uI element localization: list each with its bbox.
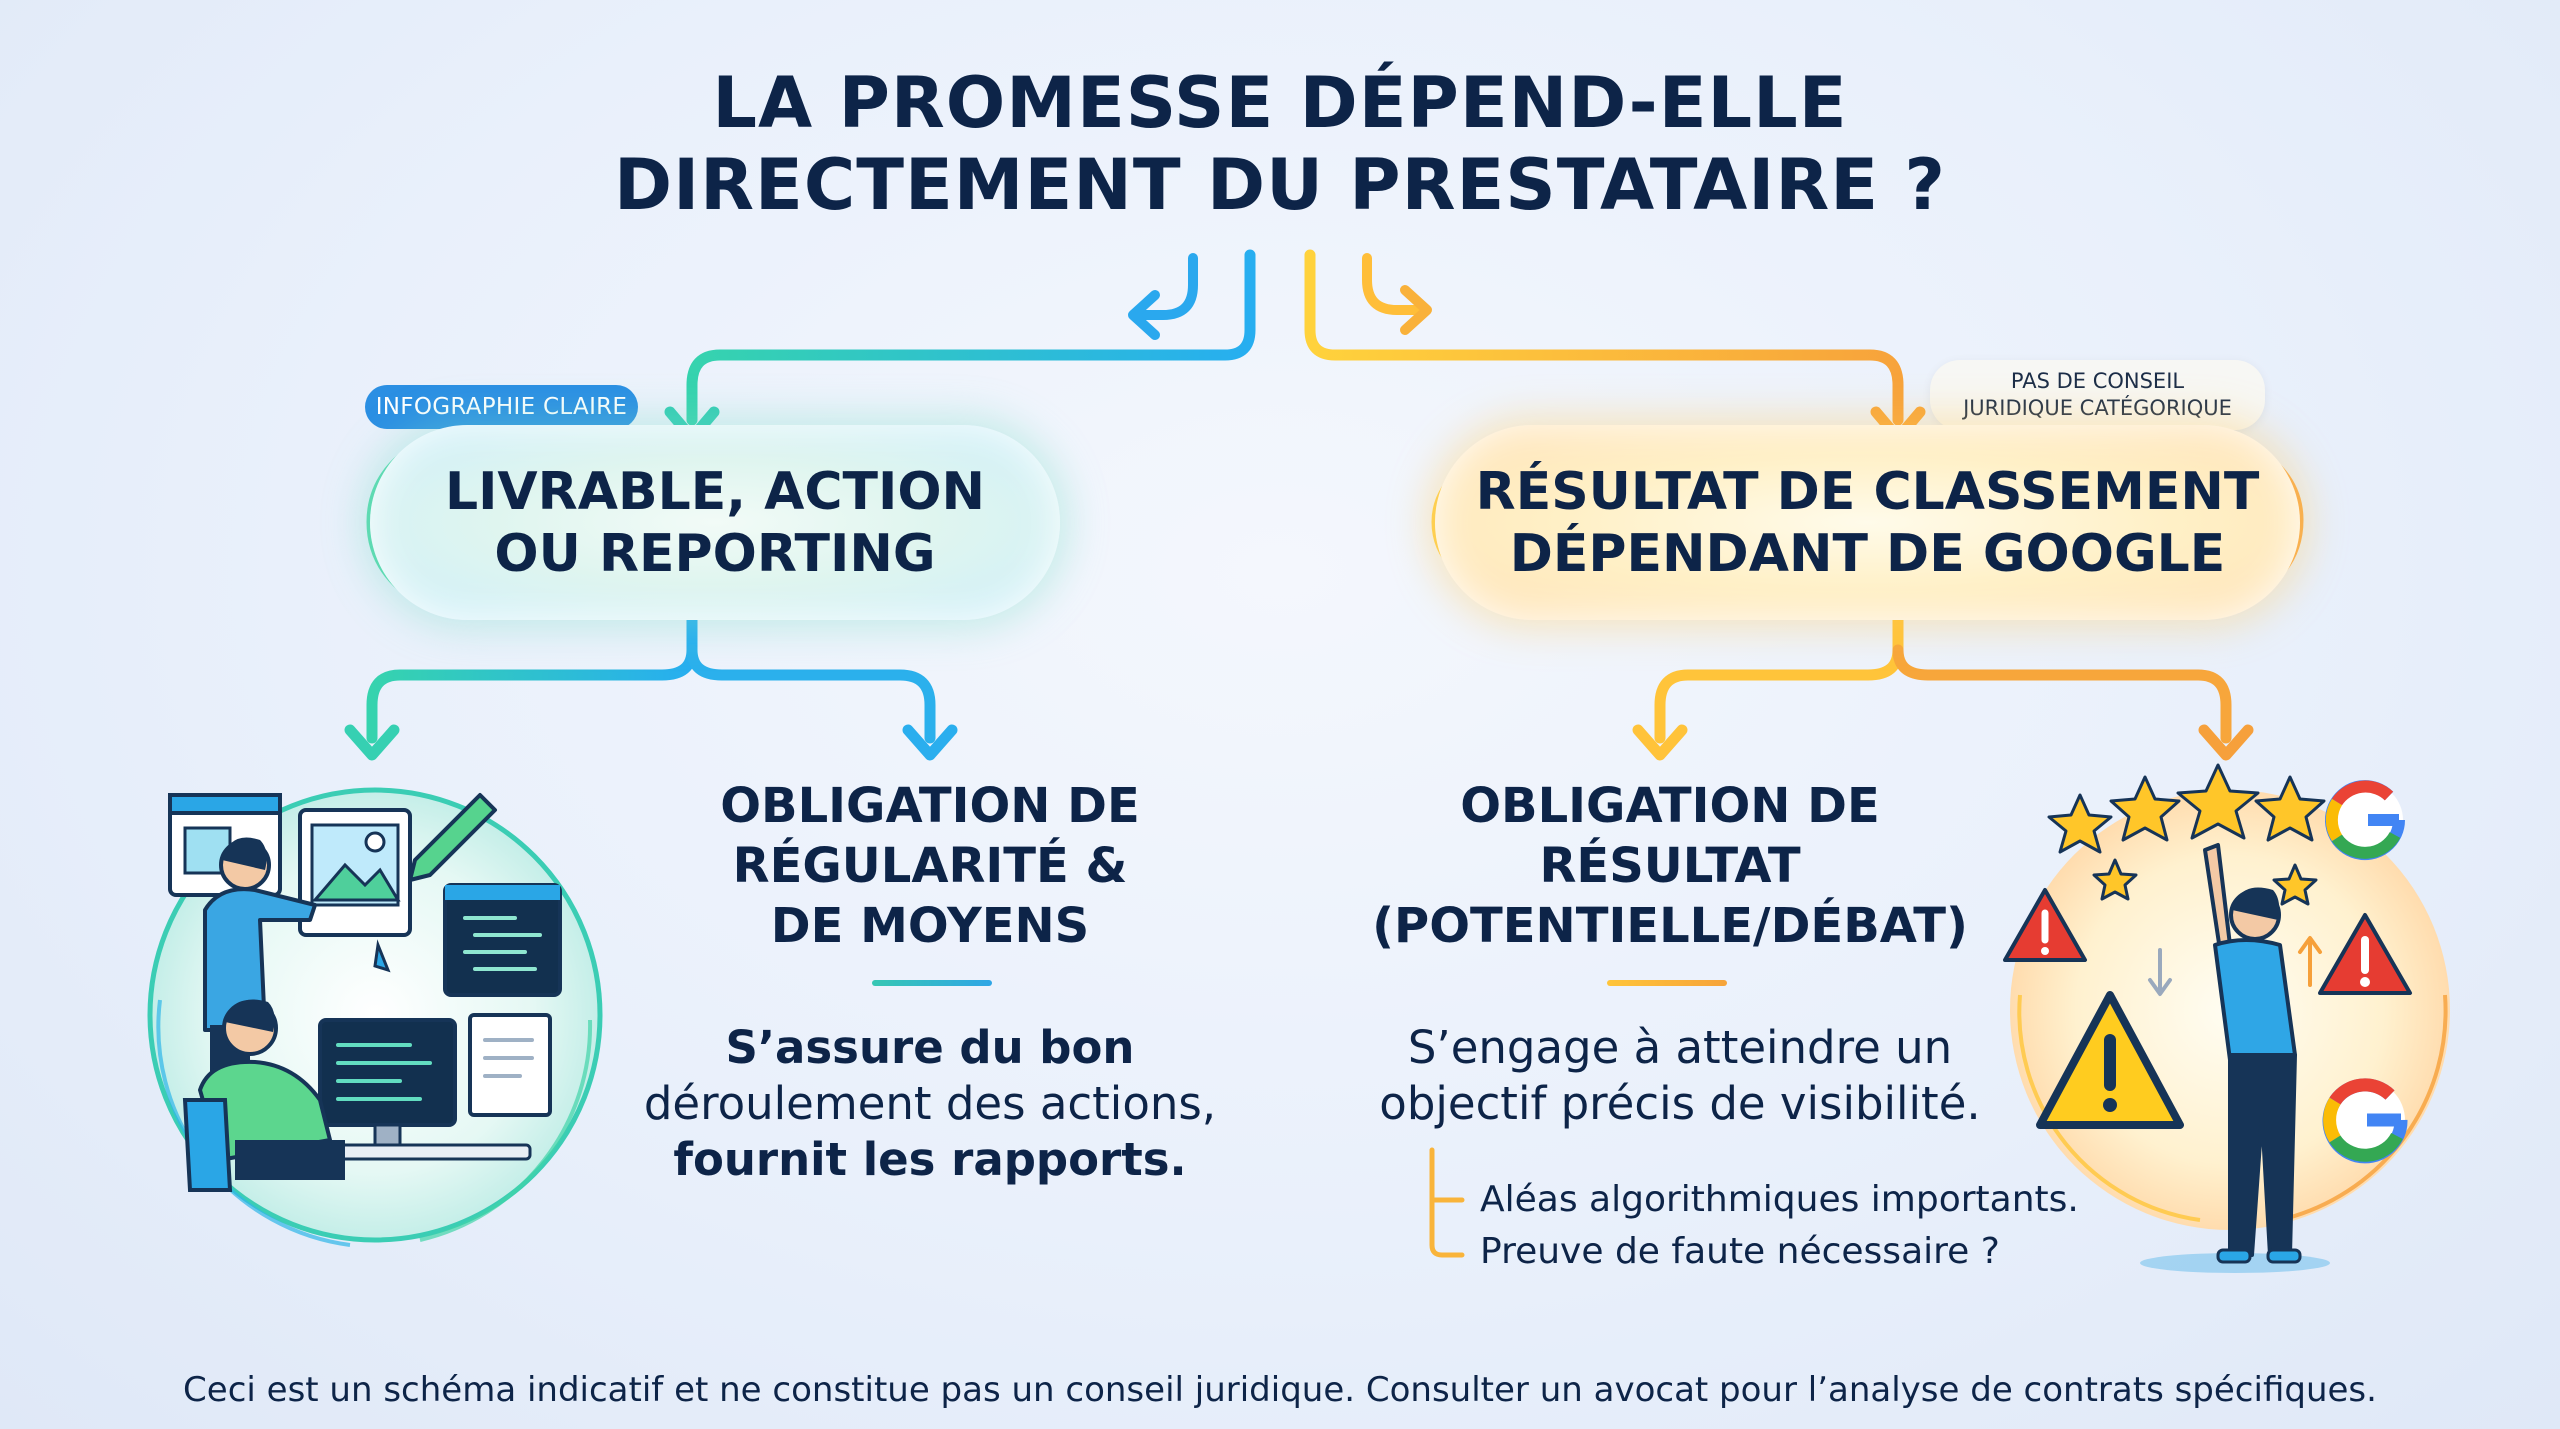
ob-left-line-2: RÉGULARITÉ & <box>732 838 1128 894</box>
description-moyens: S’assure du bon déroulement des actions,… <box>600 1020 1260 1188</box>
desc-left-line-3: fournit les rapports. <box>673 1133 1187 1186</box>
title-line-1: LA PROMESSE DÉPEND-ELLE <box>712 62 1848 144</box>
pill-right-line-2: DÉPENDANT DE GOOGLE <box>1509 523 2226 584</box>
ob-left-line-1: OBLIGATION DE <box>720 778 1140 834</box>
desc-left-line-2: déroulement des actions, <box>643 1077 1217 1130</box>
pill-resultat-classement: RÉSULTAT DE CLASSEMENT DÉPENDANT DE GOOG… <box>1435 425 2300 620</box>
star-icon <box>2254 775 2326 842</box>
arrow-title-to-left <box>686 249 1256 426</box>
ob-right-line-3: (POTENTIELLE/DÉBAT) <box>1372 898 1968 954</box>
star-icon <box>2047 793 2113 854</box>
pill-right-line-1: RÉSULTAT DE CLASSEMENT <box>1475 461 2260 522</box>
pill-livrable-action: LIVRABLE, ACTION OU REPORTING <box>370 425 1060 620</box>
arrow-right-to-children <box>1654 599 1904 744</box>
note-aleas: Aléas algorithmiques importants. <box>1480 1179 2079 1220</box>
google-logo-icon <box>2325 780 2405 861</box>
ob-right-line-1: OBLIGATION DE <box>1460 778 1880 834</box>
team-working-illustration <box>147 787 603 1247</box>
obligation-resultat-title: OBLIGATION DE RÉSULTAT (POTENTIELLE/DÉBA… <box>1355 776 1985 956</box>
desc-left-line-1: S’assure du bon <box>725 1021 1135 1074</box>
desc-right-line-1: S’engage à atteindre un <box>1407 1021 1953 1074</box>
title-line-2: DIRECTEMENT DU PRESTATAIRE ? <box>613 144 1947 226</box>
badge-right-line-2: JURIDIQUE CATÉGORIQUE <box>1963 396 2232 420</box>
arrow-curl-right <box>1362 253 1425 315</box>
google-logo-icon <box>2322 1078 2408 1164</box>
disclaimer-footer: Ceci est un schéma indicatif et ne const… <box>183 1370 2377 1410</box>
star-icon <box>2176 763 2260 840</box>
description-resultat: S’engage à atteindre un objectif précis … <box>1340 1020 2020 1132</box>
diagram-title: LA PROMESSE DÉPEND-ELLE DIRECTEMENT DU P… <box>0 62 2560 226</box>
ob-right-line-2: RÉSULTAT <box>1539 838 1801 894</box>
desc-right-line-2: objectif précis de visibilité. <box>1379 1077 1981 1130</box>
ob-left-line-3: DE MOYENS <box>770 898 1090 954</box>
arrow-curl-left <box>1135 253 1198 320</box>
warning-icon <box>2318 913 2412 995</box>
star-icon <box>2092 858 2138 901</box>
star-icon <box>2109 775 2181 842</box>
underline-left <box>872 980 992 986</box>
star-icon <box>2272 863 2318 906</box>
badge-infographie-claire: INFOGRAPHIE CLAIRE <box>365 385 638 429</box>
pill-left-line-2: OU REPORTING <box>494 523 936 584</box>
warning-icon <box>2036 991 2184 1129</box>
obligation-moyens-title: OBLIGATION DE RÉGULARITÉ & DE MOYENS <box>630 776 1230 956</box>
badge-right-line-1: PAS DE CONSEIL <box>2010 369 2185 393</box>
arrow-left-to-children <box>366 599 698 744</box>
google-ranking-stars-warning-illustration <box>2003 763 2450 1273</box>
arrow-title-to-right <box>1304 249 1904 426</box>
warning-icon <box>2003 888 2087 962</box>
badge-pas-de-conseil: PAS DE CONSEIL JURIDIQUE CATÉGORIQUE <box>1930 360 2265 430</box>
underline-right <box>1607 980 1727 986</box>
pill-left-line-1: LIVRABLE, ACTION <box>444 461 986 522</box>
note-preuve-faute: Preuve de faute nécessaire ? <box>1480 1231 2000 1272</box>
